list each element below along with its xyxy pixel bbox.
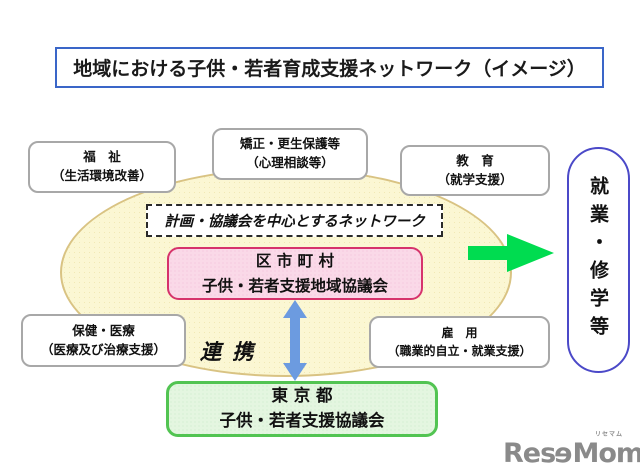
node-welfare-sub: （生活環境改善）: [51, 168, 152, 183]
node-health-title: 保健・医療: [72, 322, 135, 338]
network-label-box: 計画・協議会を中心とするネットワーク: [146, 204, 443, 237]
node-welfare-title: 福 祉: [83, 149, 121, 165]
node-tokyo-council: 東 京 都 子供・若者支援協議会: [166, 381, 438, 437]
node-tokyo-title: 東 京 都: [271, 386, 333, 406]
link-double-arrow-icon: [283, 300, 307, 381]
node-employment: 雇 用 （職業的自立・就業支援）: [369, 316, 550, 368]
logo-part-res: Res: [503, 438, 556, 469]
node-education: 教 育 （就学支援）: [400, 145, 550, 196]
node-employment-sub: （職業的自立・就業支援）: [387, 344, 532, 358]
network-label: 計画・協議会を中心とするネットワーク: [164, 214, 425, 230]
node-education-sub: （就学支援）: [437, 171, 513, 187]
node-outcome: 就業・修学等: [567, 147, 630, 373]
node-municipal-title: 区 市 町 村: [255, 252, 335, 271]
node-tokyo-sub: 子供・若者支援協議会: [219, 411, 385, 430]
logo-part-mom: Mom: [572, 438, 640, 469]
node-correction-sub: （心理相談等）: [246, 155, 334, 170]
resemom-logo: リセマム ReseMom.: [503, 429, 640, 469]
resemom-logo-text: ReseMom.: [503, 438, 640, 469]
diagram-title-box: 地域における子供・若者育成支援ネットワーク（イメージ）: [55, 47, 604, 88]
right-arrow-icon: [468, 234, 554, 272]
node-employment-title: 雇 用: [441, 326, 478, 340]
resemom-logo-ruby: リセマム: [594, 431, 623, 438]
node-municipal-sub: 子供・若者支援地域協議会: [201, 276, 388, 295]
logo-part-e: e: [555, 438, 573, 469]
node-welfare: 福 祉 （生活環境改善）: [28, 141, 176, 193]
node-health: 保健・医療 （医療及び治療支援）: [21, 314, 186, 367]
node-correction-title: 矯正・更生保護等: [239, 136, 340, 152]
node-health-sub: （医療及び治療支援）: [40, 341, 166, 357]
diagram-title: 地域における子供・若者育成支援ネットワーク（イメージ）: [73, 58, 586, 80]
node-correction: 矯正・更生保護等 （心理相談等）: [212, 128, 368, 180]
node-municipal-council: 区 市 町 村 子供・若者支援地域協議会: [167, 247, 423, 300]
cooperation-label: 連 携: [200, 340, 256, 364]
node-education-title: 教 育: [456, 152, 494, 168]
node-outcome-label: 就業・修学等: [587, 176, 609, 344]
